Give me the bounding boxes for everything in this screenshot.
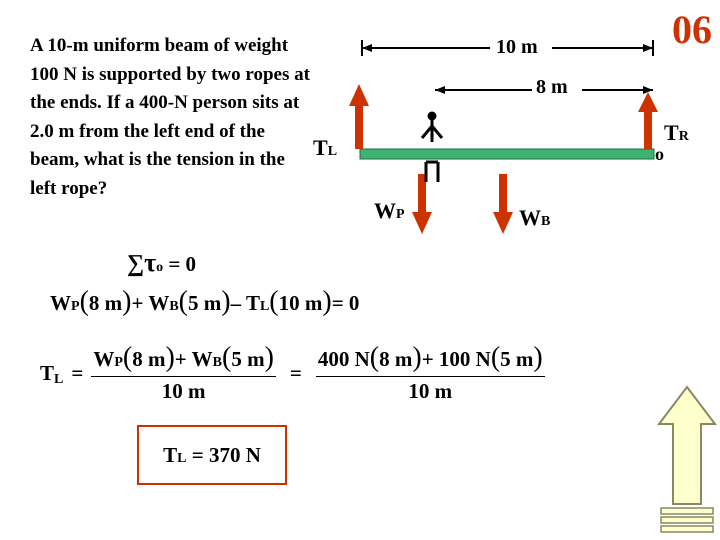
label-8m: 8 m — [536, 76, 568, 98]
nav-up-arrow-icon[interactable] — [656, 384, 718, 534]
equation-torque-balance: WP(8 m)+ WB(5 m)– TL(10 m)= 0 — [50, 286, 360, 317]
problem-statement: A 10-m uniform beam of weight 100 N is s… — [30, 35, 310, 199]
answer-box: TL = 370 N — [137, 425, 287, 485]
slide-number: 06 — [672, 7, 712, 52]
person-weight-arrow — [412, 174, 432, 234]
label-10m: 10 m — [496, 36, 538, 58]
label-left-tension: TL — [313, 135, 338, 160]
left-tension-arrow — [349, 84, 369, 149]
fraction-numeric: 400 N(8 m)+ 100 N(5 m) 10 m — [315, 342, 545, 403]
fraction-symbolic: WP(8 m)+ WB(5 m) 10 m — [91, 342, 276, 403]
beam-diagram — [349, 40, 658, 234]
label-pivot: o — [655, 144, 664, 164]
equation-sum-torque: ∑τo = 0 — [127, 248, 197, 277]
beam — [359, 148, 655, 160]
dimension-10m — [361, 40, 654, 56]
label-person-weight: WP — [374, 198, 405, 223]
right-tension-arrow — [638, 92, 658, 149]
label-beam-weight: WB — [519, 205, 551, 230]
label-right-tension: TR — [664, 120, 689, 145]
answer-text: TL = 370 N — [163, 442, 261, 467]
beam-weight-arrow — [493, 174, 513, 234]
dimension-8m — [435, 86, 653, 94]
person-figure — [420, 111, 444, 182]
